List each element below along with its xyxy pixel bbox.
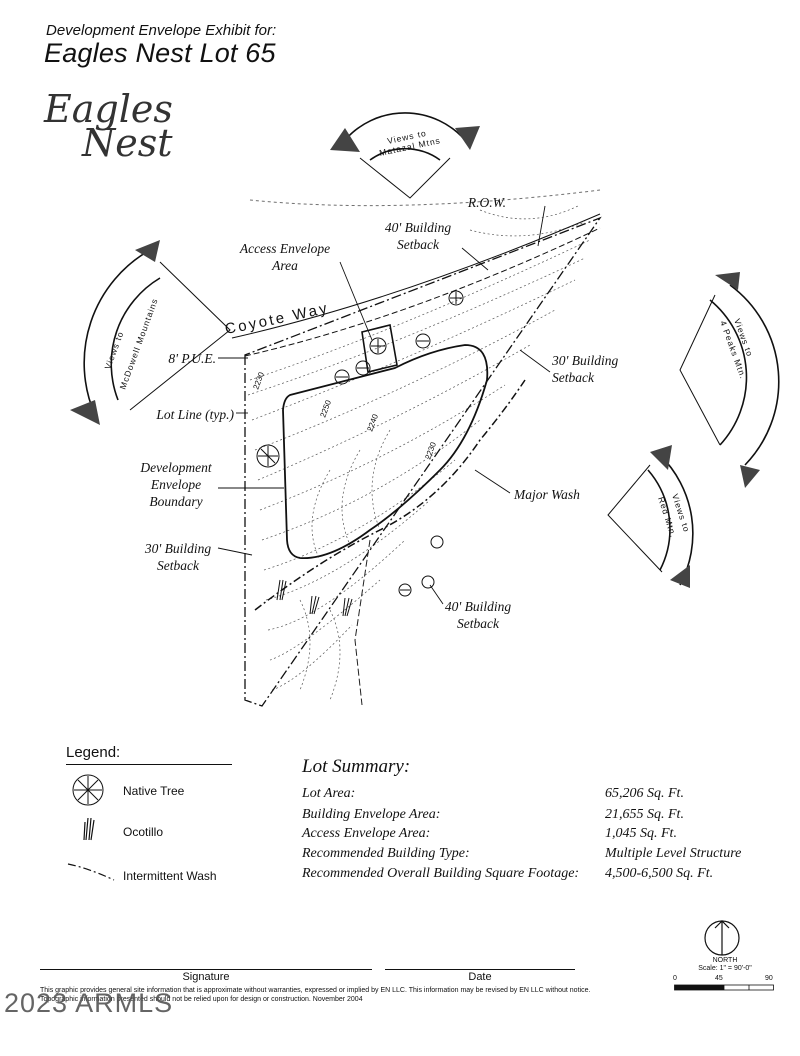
view-arcs (83, 112, 780, 586)
scale-label: Scale: 1" = 90'-0" (698, 965, 752, 972)
summary-value-building-type: Multiple Level Structure (605, 846, 742, 861)
access-envelope (361, 324, 398, 373)
view-mcdowell-2: McDowell Mountains (117, 297, 159, 391)
development-envelope (282, 344, 489, 559)
view-mcdowell-1: Views to (102, 330, 125, 371)
building-setback-40-bottom: 40' Building Setback (428, 598, 528, 632)
date-line[interactable] (385, 969, 575, 970)
legend-native-tree: Native Tree (123, 784, 185, 798)
legend-ocotillo: Ocotillo (123, 825, 164, 839)
callout-line: Setback (397, 237, 439, 252)
summary-label-lot-area: Lot Area: (302, 786, 356, 801)
callout-line: Setback (457, 616, 499, 631)
summary-value-lot-area: 65,206 Sq. Ft. (605, 786, 684, 801)
exhibit-subtitle: Development Envelope Exhibit for: (46, 22, 277, 39)
contour-label-2240: 2240 (365, 412, 380, 432)
contour-label-2250: 2250 (318, 398, 333, 418)
callout-line: Area (272, 258, 298, 273)
right-of-way (231, 189, 601, 357)
callout-line: Access Envelope (239, 241, 331, 256)
access-envelope-label: Access Envelope Area (222, 240, 348, 274)
disclaimer-text: This graphic provides general site infor… (40, 987, 591, 1003)
lot-line-label: Lot Line (typ.) (156, 407, 234, 422)
contour-label-2230-east: 2230 (423, 440, 438, 460)
lot-summary-title: Lot Summary: (302, 756, 411, 777)
exhibit-title: Eagles Nest Lot 65 (44, 38, 276, 68)
summary-label-square-footage: Recommended Overall Building Square Foot… (302, 866, 580, 881)
major-wash-line (254, 379, 526, 611)
summary-label-building-envelope: Building Envelope Area: (302, 807, 441, 822)
major-wash-label: Major Wash (514, 487, 580, 502)
native-tree-icon (72, 774, 104, 806)
view-arrowheads (70, 126, 760, 588)
pue-label: 8' P.U.E. (168, 351, 216, 366)
intermittent-wash-icon (67, 863, 115, 881)
contour-lines (247, 204, 591, 701)
row-label: R.O.W. (467, 195, 506, 210)
logo-line-2: Nest (82, 121, 173, 165)
callout-line: 30' Building (552, 353, 619, 368)
summary-label-building-type: Recommended Building Type: (302, 846, 470, 861)
date-label: Date (468, 971, 492, 983)
callout-line: 30' Building (144, 541, 212, 556)
armls-watermark: 2023 ARMLS (4, 988, 174, 1018)
callout-line: Setback (157, 558, 199, 573)
scale-tick-45: 45 (715, 975, 723, 982)
legend-divider (66, 764, 232, 765)
building-setback-30-right: 30' Building Setback (552, 352, 662, 386)
summary-value-building-envelope: 21,655 Sq. Ft. (605, 807, 684, 822)
callout-line: 40' Building (384, 220, 452, 235)
native-trees (256, 290, 464, 597)
callout-line: Setback (552, 370, 594, 385)
summary-value-access-envelope: 1,045 Sq. Ft. (605, 826, 677, 841)
ocotillos (276, 579, 353, 617)
lot-boundary (244, 216, 602, 707)
site-plan: 2230 2250 2240 2230 Coyote Way (70, 112, 780, 707)
legend-title: Legend: (66, 744, 121, 761)
summary-value-square-footage: 4,500-6,500 Sq. Ft. (605, 866, 714, 881)
callout-line: 40' Building (444, 599, 512, 614)
scale-bar (674, 984, 774, 991)
contour-label-2230: 2230 (251, 370, 266, 390)
eagles-nest-logo: Eagles Nest (44, 90, 173, 165)
ocotillo-icon (83, 817, 95, 841)
road-name: Coyote Way (224, 299, 331, 337)
building-setback-30-left: 30' Building Setback (128, 540, 228, 574)
callout-line: Envelope (150, 477, 202, 492)
signature-line[interactable] (40, 969, 372, 970)
scale-tick-90: 90 (765, 975, 773, 982)
leader-lines (217, 205, 551, 605)
legend-symbols (67, 774, 115, 881)
development-envelope-label: Development Envelope Boundary (128, 459, 224, 510)
signature-label: Signature (182, 971, 230, 983)
legend-intermittent-wash: Intermittent Wash (123, 869, 217, 883)
north-label: NORTH (712, 957, 738, 964)
logo-line-1: Eagles (44, 87, 173, 131)
summary-label-access-envelope: Access Envelope Area: (302, 826, 431, 841)
scale-tick-0: 0 (673, 975, 677, 982)
north-arrow-icon (704, 920, 740, 956)
callout-line: Boundary (149, 494, 203, 509)
building-setback-40-top: 40' Building Setback (368, 219, 468, 253)
callout-line: Development (140, 460, 212, 475)
